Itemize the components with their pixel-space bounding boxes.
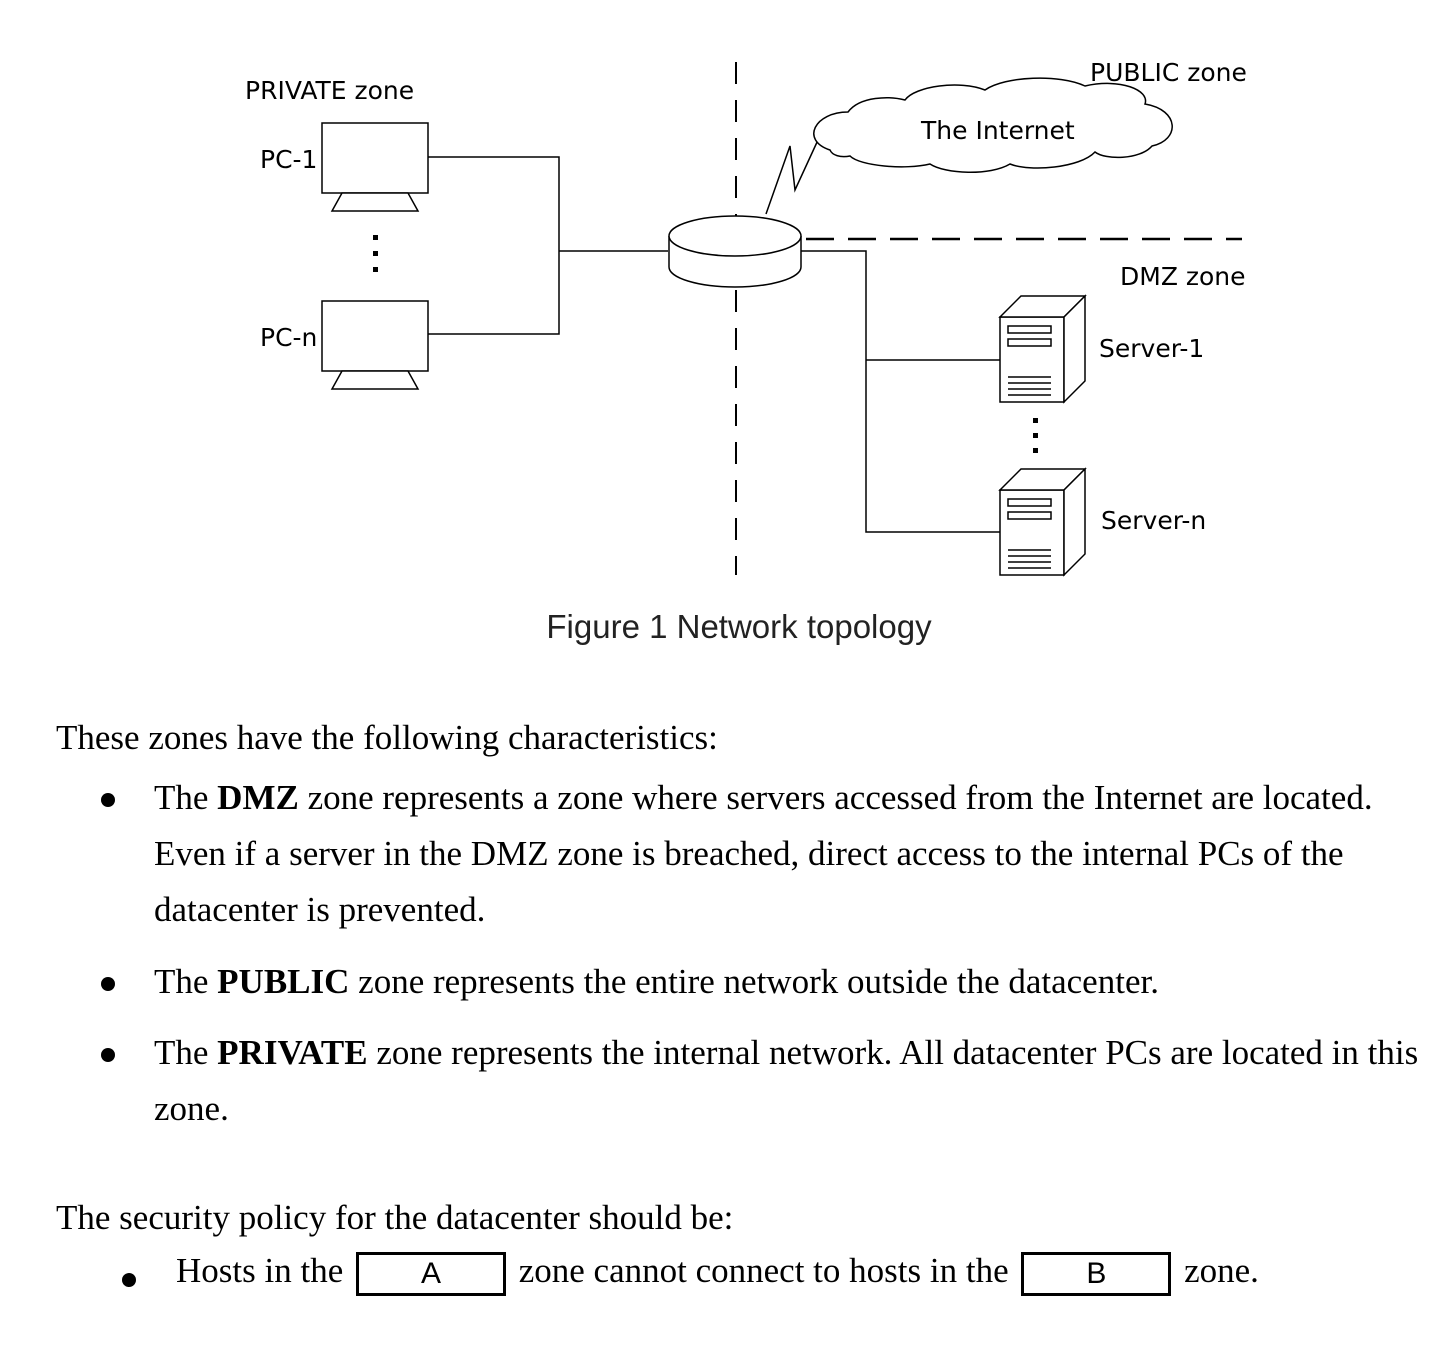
router-to-dmz-link xyxy=(801,250,1000,533)
dmz-zone-label: DMZ zone xyxy=(1120,262,1246,291)
policy-statement: Hosts in the A zone cannot connect to ho… xyxy=(176,1251,1259,1296)
pc-1-link xyxy=(428,156,560,335)
bullet-item-private: The PRIVATE zone represents the internal… xyxy=(154,1025,1429,1137)
bullet-prefix: The xyxy=(154,1033,218,1072)
server-n-icon xyxy=(998,467,1087,577)
pc-ellipsis-icon xyxy=(373,235,378,272)
server-1-label: Server-1 xyxy=(1099,334,1204,363)
policy-text-part3: zone. xyxy=(1184,1251,1259,1290)
public-zone-label: PUBLIC zone xyxy=(1090,58,1247,87)
bullet-dot xyxy=(122,1273,136,1287)
bullet-item-public: The PUBLIC zone represents the entire ne… xyxy=(154,954,1429,1010)
bullet-bold-term: DMZ xyxy=(217,778,299,817)
server-1-icon xyxy=(998,294,1087,404)
pc-1-icon xyxy=(321,122,429,212)
bullet-bold-term: PRIVATE xyxy=(217,1033,368,1072)
policy-text-part2: zone cannot connect to hosts in the xyxy=(518,1251,1009,1290)
internet-cloud-icon xyxy=(813,77,1173,173)
server-n-label: Server-n xyxy=(1101,506,1206,535)
router-icon xyxy=(668,215,802,288)
server-ellipsis-icon xyxy=(1033,418,1038,453)
bullet-text: zone represents a zone where servers acc… xyxy=(154,778,1373,929)
bullet-dot xyxy=(101,793,115,807)
intro-paragraph: These zones have the following character… xyxy=(56,718,718,757)
bullet-item-dmz: The DMZ zone represents a zone where ser… xyxy=(154,770,1429,938)
policy-text-part1: Hosts in the xyxy=(176,1251,344,1290)
bullet-prefix: The xyxy=(154,962,218,1001)
bullet-dot xyxy=(101,1048,115,1062)
pc-n-icon xyxy=(321,300,429,390)
blank-b-box: B xyxy=(1021,1251,1172,1296)
internet-link xyxy=(765,139,819,215)
pc-1-label: PC-1 xyxy=(260,145,317,174)
pc-n-label: PC-n xyxy=(260,323,317,352)
bullet-bold-term: PUBLIC xyxy=(217,962,350,1001)
bullet-dot xyxy=(101,977,115,991)
internet-label: The Internet xyxy=(920,116,1075,145)
bullet-prefix: The xyxy=(154,778,218,817)
policy-intro-paragraph: The security policy for the datacenter s… xyxy=(56,1198,734,1237)
bullet-text: zone represents the internal network. Al… xyxy=(154,1033,1419,1128)
blank-a-box: A xyxy=(355,1251,506,1296)
bullet-text: zone represents the entire network outsi… xyxy=(349,962,1159,1001)
network-topology-diagram: PRIVATE zone PUBLIC zone DMZ zone The In… xyxy=(245,58,1247,577)
private-zone-label: PRIVATE zone xyxy=(245,76,414,105)
figure-caption: Figure 1 Network topology xyxy=(546,608,932,645)
